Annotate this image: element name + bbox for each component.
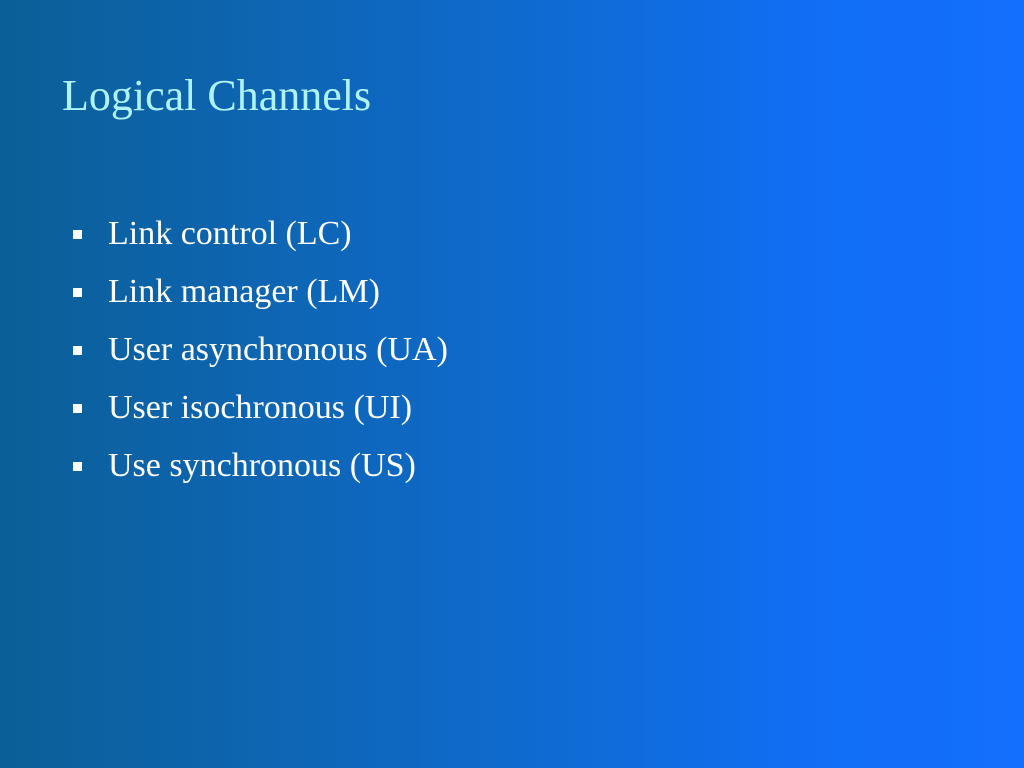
bullet-text: User asynchronous (UA) <box>108 331 448 368</box>
list-item: Link control (LC) <box>70 205 448 263</box>
list-item: User isochronous (UI) <box>70 379 448 437</box>
square-bullet-icon <box>73 403 82 413</box>
bullet-text: Link control (LC) <box>108 215 352 252</box>
bullet-text: User isochronous (UI) <box>108 389 413 426</box>
bullet-text: Link manager (LM) <box>108 273 380 310</box>
list-item: Use synchronous (US) <box>70 437 448 495</box>
bullet-list: Link control (LC) Link manager (LM) User… <box>70 205 448 495</box>
slide-title: Logical Channels <box>62 71 372 120</box>
square-bullet-icon <box>73 229 82 239</box>
square-bullet-icon <box>73 345 82 355</box>
list-item: User asynchronous (UA) <box>70 321 448 379</box>
bullet-text: Use synchronous (US) <box>108 447 416 484</box>
square-bullet-icon <box>73 461 82 471</box>
list-item: Link manager (LM) <box>70 263 448 321</box>
square-bullet-icon <box>73 287 82 297</box>
